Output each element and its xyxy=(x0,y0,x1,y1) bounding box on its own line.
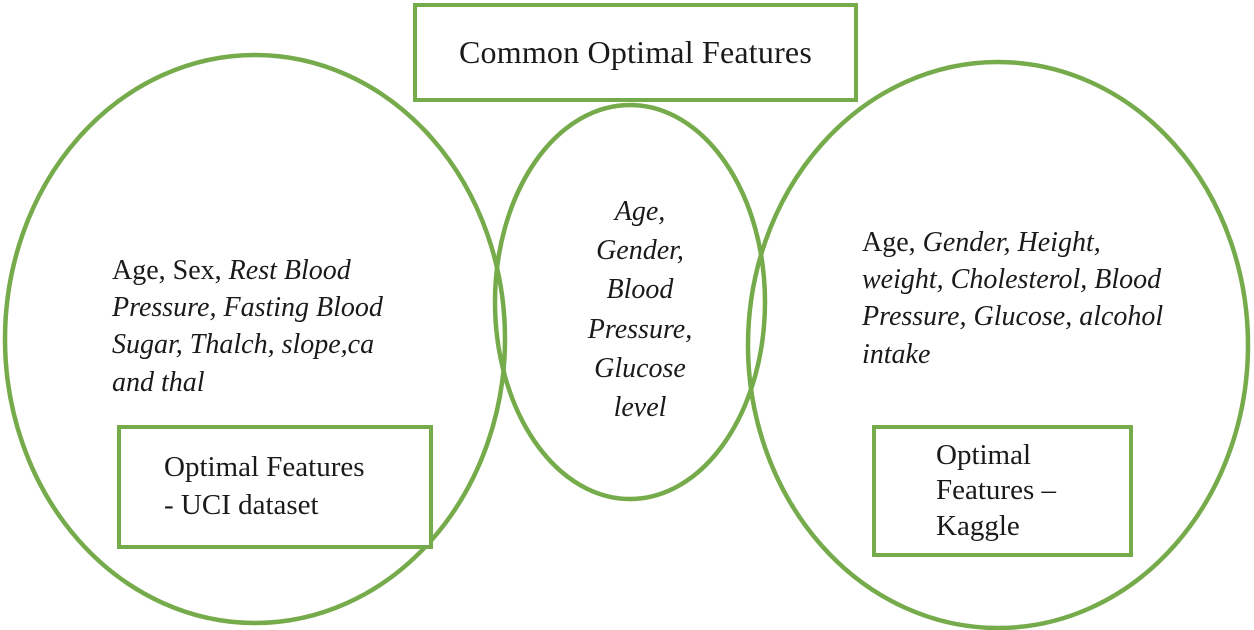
common-optimal-features-label: Common Optimal Features xyxy=(458,34,812,71)
common-optimal-features-box: Common Optimal Features xyxy=(413,3,858,102)
right-set-italic-text: Gender, Height, weight, Cholesterol, Blo… xyxy=(862,227,1164,370)
optimal-features-kaggle-label: Optimal Features – Kaggle xyxy=(936,438,1056,542)
right-set-circle xyxy=(745,59,1251,630)
intersection-ellipse xyxy=(492,102,768,502)
right-set-feature-list: Age, Gender, Height, weight, Cholesterol… xyxy=(862,224,1172,373)
intersection-feature-list: Age, Gender, Blood Pressure, Glucose lev… xyxy=(570,192,710,427)
optimal-features-uci-label: Optimal Features - UCI dataset xyxy=(164,451,365,521)
left-set-roman-text: Age, Sex, xyxy=(112,255,229,286)
left-set-feature-list: Age, Sex, Rest Blood Pressure, Fasting B… xyxy=(112,252,418,401)
intersection-italic-text: Age, Gender, Blood Pressure, Glucose lev… xyxy=(587,196,693,423)
right-set-roman-text: Age, xyxy=(862,227,923,258)
left-set-circle xyxy=(2,52,508,626)
optimal-features-kaggle-box: Optimal Features – Kaggle xyxy=(872,425,1133,557)
optimal-features-uci-box: Optimal Features - UCI dataset xyxy=(117,425,433,549)
left-set-italic-text: Rest Blood Pressure, Fasting Blood Sugar… xyxy=(112,255,383,398)
